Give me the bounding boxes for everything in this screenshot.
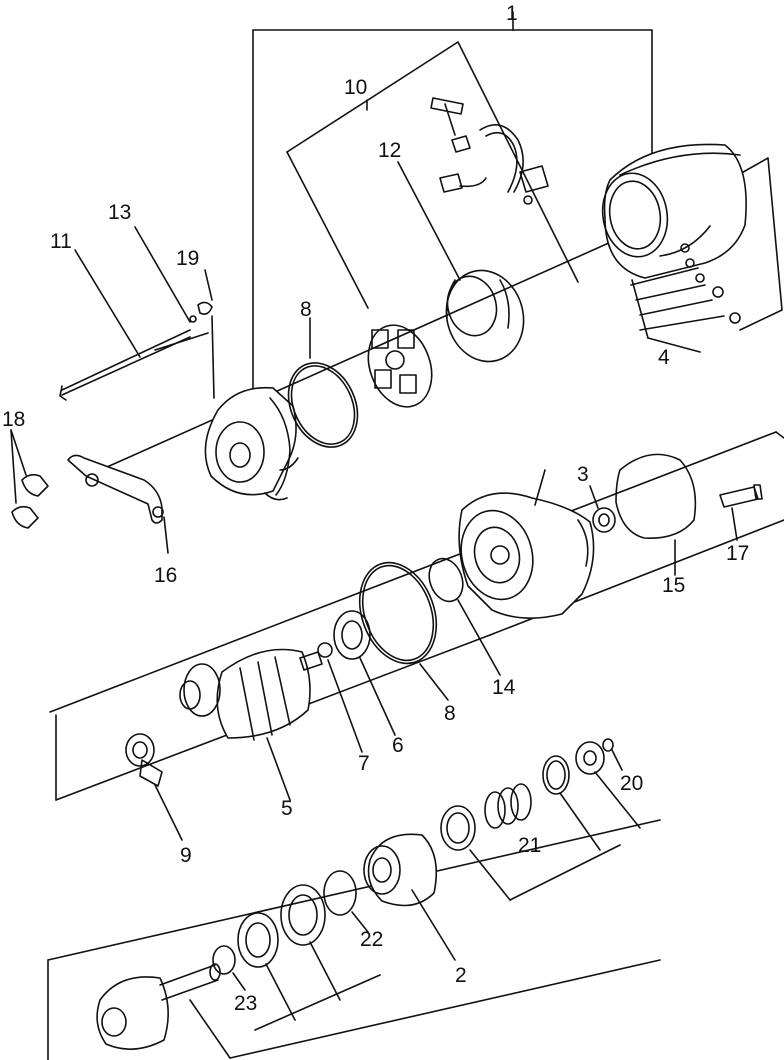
clutch-2 [363,833,456,961]
brush-holder-plate [367,324,433,408]
yoke-4 [601,143,747,324]
callout-18: 18 [2,408,25,431]
callout-1: 1 [506,2,518,25]
bearing-6-7 [317,610,396,753]
assembly-bracket-1 [252,11,653,393]
parts-3-15-17 [589,453,763,576]
armature-5 [179,648,323,801]
snap-ring-14 [428,557,501,676]
callout-13: 13 [108,201,131,224]
bracket-4 [630,157,783,353]
callout-21: 21 [518,834,541,857]
bracket-10 [286,41,579,309]
callout-6: 6 [392,734,404,757]
callout-17: 17 [726,542,749,565]
callout-12: 12 [378,139,401,162]
callout-5: 5 [281,797,293,820]
callout-7: 7 [358,752,370,775]
part-13-19 [134,226,215,399]
callout-9: 9 [180,844,192,867]
callout-22: 22 [360,928,383,951]
callout-23: 23 [234,992,257,1015]
upper-axis-line [106,237,621,468]
parts-20-21 [440,738,641,901]
brush-ring-12 [397,161,525,363]
pinion-shaft [96,963,221,1050]
callout-15: 15 [662,574,685,597]
bracket-16 [10,429,169,554]
o-ring-8-upper [287,317,359,448]
end-frame-10 [204,386,299,501]
callout-2: 2 [455,964,467,987]
callout-10: 10 [344,76,367,99]
callout-8-lower: 8 [444,702,456,725]
lower-frame [47,819,661,1060]
brushes-top [430,97,549,205]
through-bolt-11 [59,249,191,401]
callout-8-upper: 8 [300,298,312,321]
callout-16: 16 [154,564,177,587]
o-ring-8-lower [358,561,449,701]
middle-frame [49,431,784,801]
callout-3: 3 [577,463,589,486]
callout-20: 20 [620,772,643,795]
part-9 [125,733,183,841]
parts-22-23 [212,870,381,1031]
callout-11: 11 [50,230,72,253]
drive-housing [458,469,595,619]
callout-14: 14 [492,676,516,699]
callout-19: 19 [176,247,199,270]
callout-4: 4 [658,346,670,369]
